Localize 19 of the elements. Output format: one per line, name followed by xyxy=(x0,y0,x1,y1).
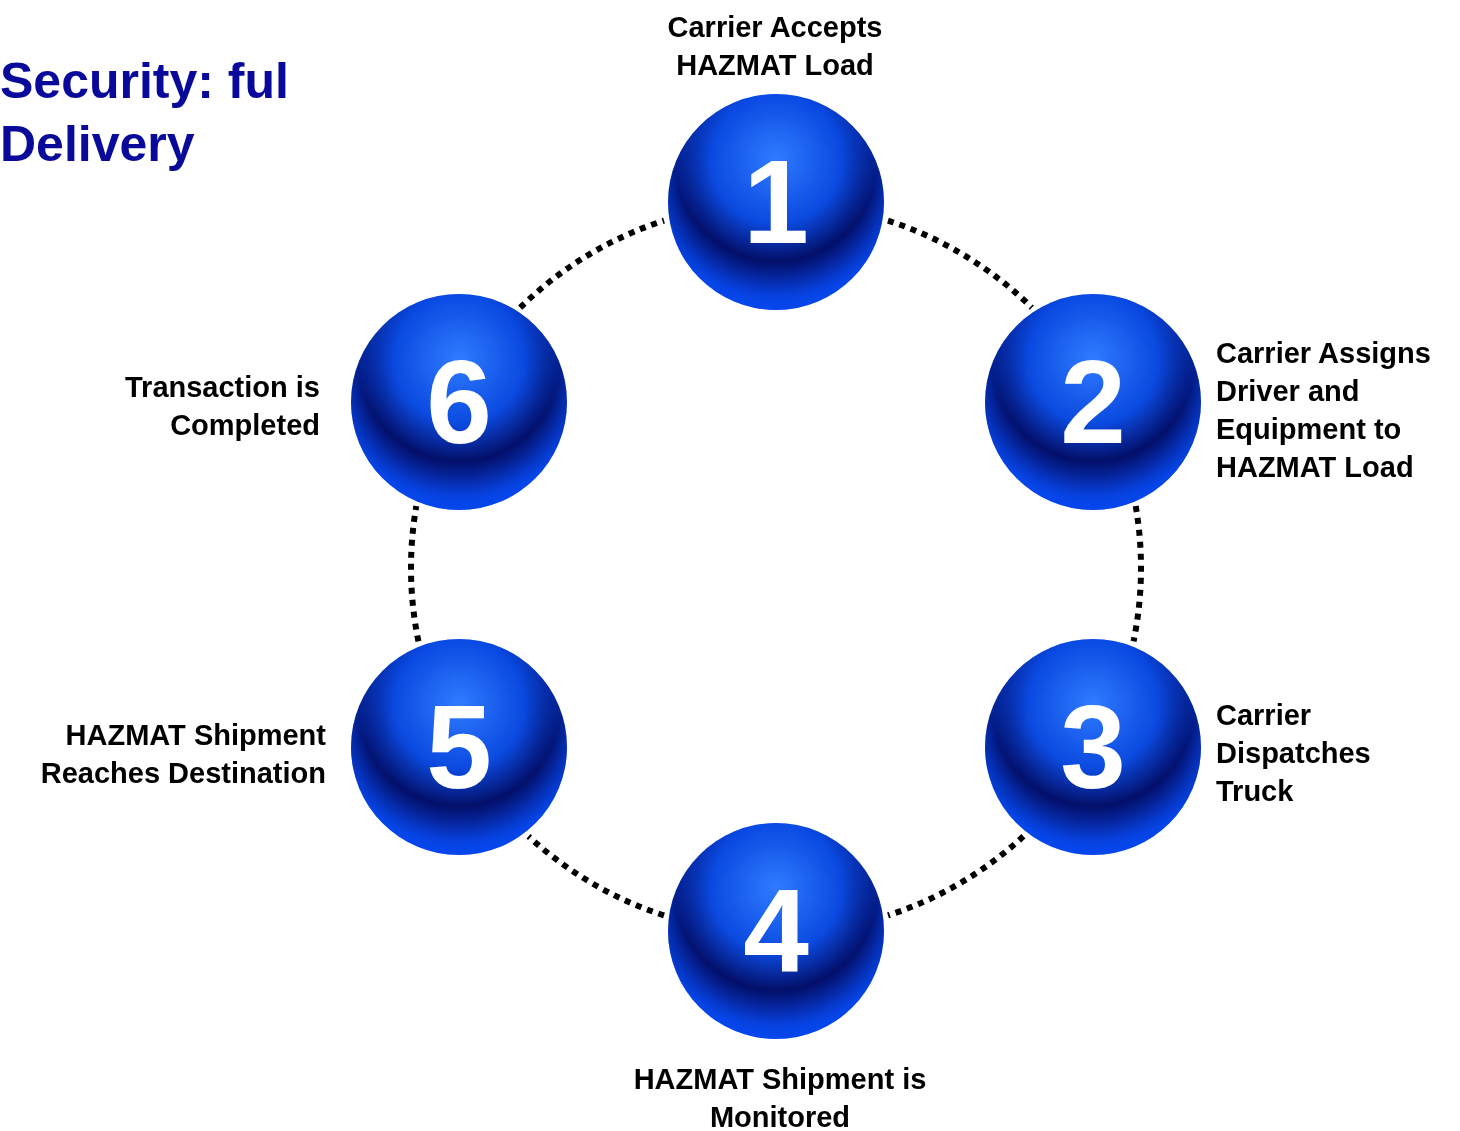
step-label: Transaction is Completed xyxy=(124,370,320,443)
step-number: 1 xyxy=(743,143,809,261)
step-label: Carrier Assigns Driver and Equipment to HAZMAT Load xyxy=(1216,336,1432,485)
step-label: HAZMAT Shipment is Monitored xyxy=(632,1062,928,1131)
step-label: Carrier Accepts HAZMAT Load xyxy=(666,10,884,83)
step-number: 2 xyxy=(1060,343,1126,461)
dotted-connector xyxy=(886,834,1026,919)
step-label: HAZMAT Shipment Reaches Destination xyxy=(39,718,326,791)
dotted-connector xyxy=(886,217,1034,310)
dotted-connector xyxy=(526,834,666,919)
dotted-connector xyxy=(518,217,666,310)
dotted-connector xyxy=(408,505,422,642)
step-number: 6 xyxy=(426,343,492,461)
dotted-connector xyxy=(1130,505,1144,642)
step-number: 3 xyxy=(1060,688,1126,806)
step-number: 5 xyxy=(426,688,492,806)
title: Security: ful Delivery xyxy=(0,52,290,174)
step-number: 4 xyxy=(743,872,809,990)
step-label: Carrier Dispatches Truck xyxy=(1216,698,1372,809)
